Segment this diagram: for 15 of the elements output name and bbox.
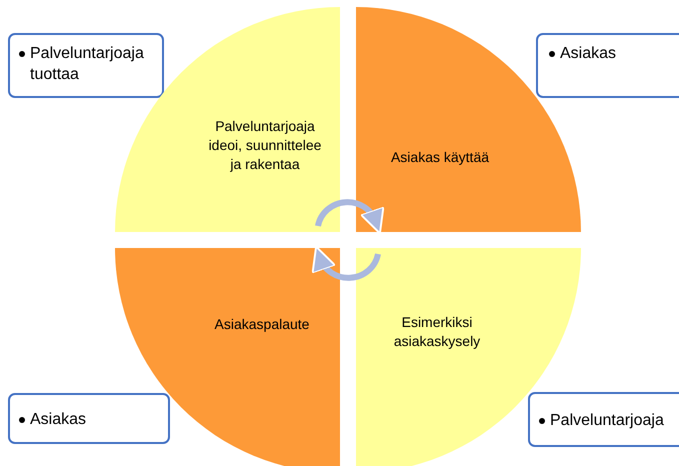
segment-label: Asiakaspalaute [214, 315, 310, 334]
note-text: Asiakas [560, 44, 618, 64]
curved-arrow [312, 246, 381, 281]
segment-label: Asiakas käyttää [390, 148, 490, 167]
note-box [8, 33, 164, 98]
segment-label: Palveluntarjoaja ideoi, suunnittelee ja rakentaa [208, 117, 322, 174]
quadrant-segment [115, 248, 340, 466]
curved-arrow [315, 199, 384, 234]
note-box [536, 33, 679, 98]
note-text: Palveluntarjoaja tuottaa [30, 44, 145, 85]
note-text: Palveluntarjoaja [550, 411, 665, 431]
note-text: Asiakas [30, 410, 88, 430]
segment-label: Esimerkiksi asiakaskysely [392, 313, 482, 351]
note-box [528, 392, 679, 447]
note-box [8, 393, 170, 444]
